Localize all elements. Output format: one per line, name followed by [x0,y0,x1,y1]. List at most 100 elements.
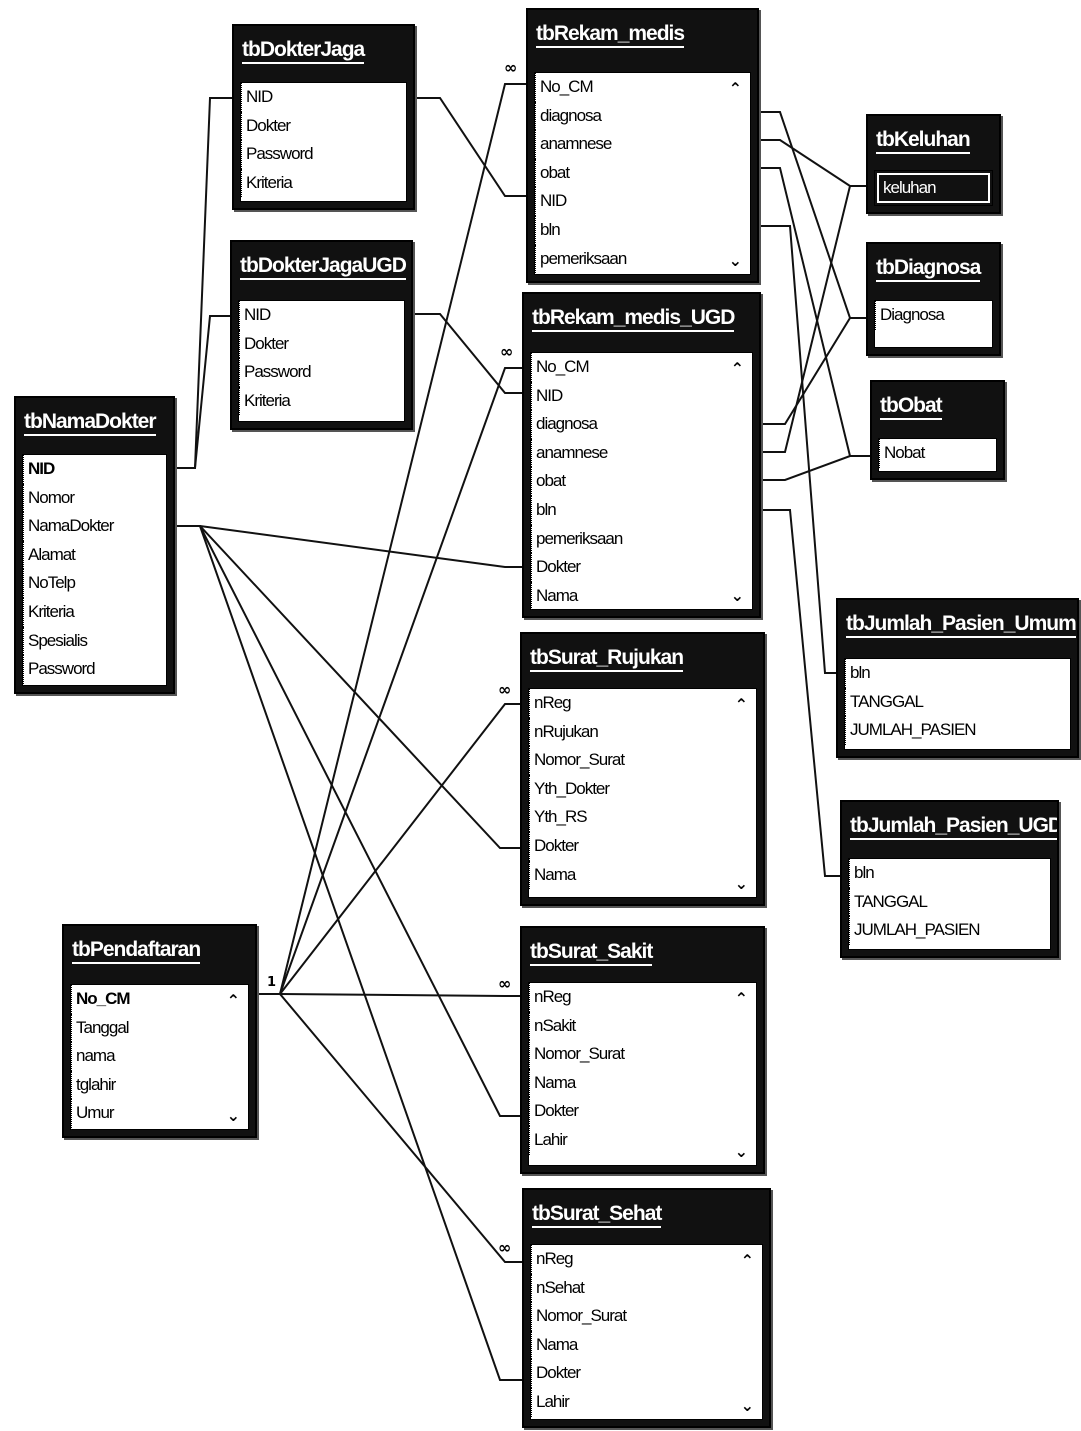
field-Nobat[interactable]: Nobat [879,439,996,468]
field-nReg[interactable]: nReg [531,1245,762,1274]
field-diagnosa[interactable]: diagnosa [535,101,750,131]
scroll-down-icon[interactable]: ⌄ [740,1396,754,1415]
table-tbSurat_Rujukan[interactable]: tbSurat_Rujukan nReg nRujukan Nomor_Sura… [520,632,765,906]
field-Lahir[interactable]: Lahir [531,1387,762,1417]
field-Umur[interactable]: Umur [71,1099,248,1128]
scroll-down-icon[interactable]: ⌄ [226,1106,240,1125]
field-anamnese[interactable]: anamnese [531,438,752,468]
field-diagnosa[interactable]: diagnosa [531,410,752,439]
table-tbDokterJagaUGD[interactable]: tbDokterJagaUGD NID Dokter Password Krit… [230,240,413,430]
table-title: tbRekam_medis_UGD [524,294,759,348]
field-NamaDokter[interactable]: NamaDokter [23,512,166,541]
field-Diagnosa[interactable]: Diagnosa [875,301,992,330]
field-Password[interactable]: Password [239,358,404,387]
scroll-down-icon[interactable]: ⌄ [728,251,742,270]
field-Password[interactable]: Password [23,655,166,684]
scroll-up-icon[interactable]: ⌃ [728,79,742,98]
table-tbSurat_Sakit[interactable]: tbSurat_Sakit nReg nSakit Nomor_Surat Na… [520,926,765,1174]
scroll-down-icon[interactable]: ⌄ [734,1142,748,1161]
field-nRujukan[interactable]: nRujukan [529,717,756,747]
scroll-up-icon[interactable]: ⌃ [740,1251,754,1270]
field-Nama[interactable]: Nama [529,860,756,890]
field-Dokter[interactable]: Dokter [529,831,756,861]
field-Nama[interactable]: Nama [531,581,752,609]
field-No_CM[interactable]: No_CM [535,73,750,102]
field-nReg[interactable]: nReg [529,689,756,718]
table-tbSurat_Sehat[interactable]: tbSurat_Sehat nReg nSehat Nomor_Surat Na… [522,1188,771,1428]
table-tbJumlah_Pasien_UGD[interactable]: tbJumlah_Pasien_UGD bln TANGGAL JUMLAH_P… [840,800,1059,958]
table-title: tbSurat_Sakit [522,928,763,982]
scroll-up-icon[interactable]: ⌃ [730,359,744,378]
table-tbJumlah_Pasien_Umum[interactable]: tbJumlah_Pasien_Umum bln TANGGAL JUMLAH_… [836,598,1079,758]
field-bln[interactable]: bln [535,215,750,245]
field-Dokter[interactable]: Dokter [241,111,406,141]
field-Tanggal[interactable]: Tanggal [71,1013,248,1043]
table-tbRekam_medis[interactable]: tbRekam_medis No_CM diagnosa anamnese ob… [526,8,759,283]
field-Dokter[interactable]: Dokter [531,1359,762,1388]
field-No_CM[interactable]: No_CM [71,985,248,1014]
field-TANGGAL[interactable]: TANGGAL [849,887,1050,917]
field-Dokter[interactable]: Dokter [529,1097,756,1126]
field-pemeriksaan[interactable]: pemeriksaan [531,524,752,554]
field-keluhan[interactable]: keluhan [877,173,990,203]
table-tbKeluhan[interactable]: tbKeluhan keluhan [866,114,1001,214]
field-Yth_Dokter[interactable]: Yth_Dokter [529,774,756,804]
field-tglahir[interactable]: tglahir [71,1070,248,1100]
table-tbRekam_medis_UGD[interactable]: tbRekam_medis_UGD No_CM NID diagnosa ana… [522,292,761,618]
field-Nomor_Surat[interactable]: Nomor_Surat [531,1302,762,1331]
field-obat[interactable]: obat [531,467,752,496]
field-bln[interactable]: bln [531,495,752,525]
field-Kriteria[interactable]: Kriteria [239,386,404,416]
field-NID[interactable]: NID [535,187,750,216]
field-anamnese[interactable]: anamnese [535,130,750,159]
field-Nomor_Surat[interactable]: Nomor_Surat [529,1040,756,1069]
field-Lahir[interactable]: Lahir [529,1125,756,1155]
field-NID[interactable]: NID [241,83,406,112]
field-JUMLAH_PASIEN[interactable]: JUMLAH_PASIEN [845,716,1070,745]
field-pemeriksaan[interactable]: pemeriksaan [535,244,750,274]
field-obat[interactable]: obat [535,158,750,188]
one-marker: 1 [267,975,277,990]
field-TANGGAL[interactable]: TANGGAL [845,687,1070,717]
field-Alamat[interactable]: Alamat [23,540,166,570]
field-JUMLAH_PASIEN[interactable]: JUMLAH_PASIEN [849,916,1050,945]
scroll-up-icon[interactable]: ⌃ [734,695,748,714]
field-Spesialis[interactable]: Spesialis [23,626,166,656]
field-nSehat[interactable]: nSehat [531,1273,762,1303]
table-tbNamaDokter[interactable]: tbNamaDokter NID Nomor NamaDokter Alamat… [14,396,175,694]
table-tbObat[interactable]: tbObat Nobat [870,380,1005,480]
table-tbDiagnosa[interactable]: tbDiagnosa Diagnosa [866,242,1001,356]
field-Nomor_Surat[interactable]: Nomor_Surat [529,746,756,775]
scroll-up-icon[interactable]: ⌃ [734,989,748,1008]
table-title: tbDokterJagaUGD [232,242,411,296]
field-list: No_CM diagnosa anamnese obat NID bln pem… [534,72,751,275]
field-Dokter[interactable]: Dokter [239,329,404,359]
field-list: No_CM NID diagnosa anamnese obat bln pem… [530,352,753,610]
rel-namadokter-dokterjaga [175,97,238,469]
table-title: tbSurat_Sehat [524,1190,769,1244]
field-Nama[interactable]: Nama [529,1068,756,1098]
field-NID[interactable]: NID [239,301,404,330]
table-title: tbJumlah_Pasien_UGD [842,802,1057,856]
field-Yth_RS[interactable]: Yth_RS [529,803,756,832]
field-Kriteria[interactable]: Kriteria [241,168,406,198]
field-NoTelp[interactable]: NoTelp [23,569,166,598]
field-No_CM[interactable]: No_CM [531,353,752,382]
scroll-down-icon[interactable]: ⌄ [734,874,748,893]
field-nSakit[interactable]: nSakit [529,1011,756,1041]
scroll-up-icon[interactable]: ⌃ [226,991,240,1010]
field-nReg[interactable]: nReg [529,983,756,1012]
table-tbDokterJaga[interactable]: tbDokterJaga NID Dokter Password Kriteri… [232,24,415,210]
field-Nama[interactable]: Nama [531,1330,762,1360]
field-NID[interactable]: NID [23,455,166,484]
field-NID[interactable]: NID [531,381,752,411]
field-Nomor[interactable]: Nomor [23,483,166,513]
field-bln[interactable]: bln [849,859,1050,888]
field-nama[interactable]: nama [71,1042,248,1071]
field-Password[interactable]: Password [241,140,406,169]
table-tbPendaftaran[interactable]: tbPendaftaran No_CM Tanggal nama tglahir… [62,924,257,1138]
field-bln[interactable]: bln [845,659,1070,688]
field-Kriteria[interactable]: Kriteria [23,597,166,627]
field-Dokter[interactable]: Dokter [531,553,752,582]
scroll-down-icon[interactable]: ⌄ [730,586,744,605]
